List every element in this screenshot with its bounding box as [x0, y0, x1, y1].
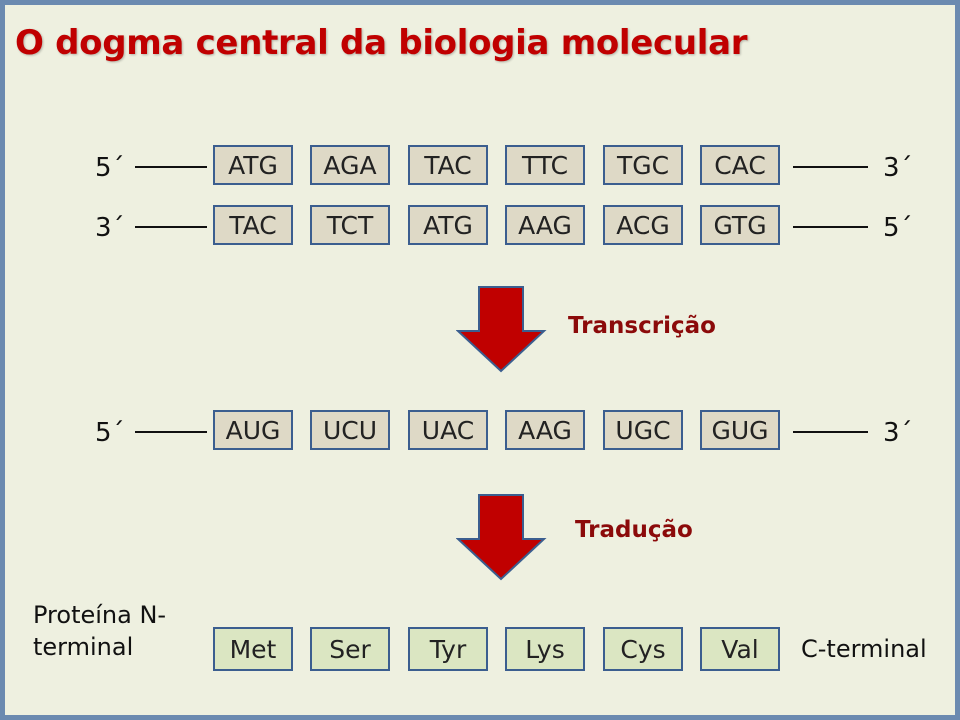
dna-bottom-codon-2: TCT [310, 205, 390, 245]
n-terminal-line-1: Proteína N- [33, 601, 167, 629]
mrna-codon-2: UCU [310, 410, 390, 450]
dna-bottom-codon-6: GTG [700, 205, 780, 245]
mrna-codon-5: UGC [603, 410, 683, 450]
transcription-label: Transcrição [568, 313, 716, 339]
amino-acid-4: Lys [505, 627, 585, 671]
dna-top-codon-5: TGC [603, 145, 683, 185]
dna-top-left-end: 5´ [95, 153, 125, 183]
dna-bottom-codon-5: ACG [603, 205, 683, 245]
mrna-codon-1: AUG [213, 410, 293, 450]
n-terminal-line-2: terminal [33, 633, 134, 661]
dna-top-codon-1: ATG [213, 145, 293, 185]
translation-label: Tradução [575, 517, 693, 543]
dna-bottom-right-line [793, 226, 868, 228]
dna-bottom-codon-4: AAG [505, 205, 585, 245]
mrna-right-line [793, 431, 868, 433]
mrna-codon-6: GUG [700, 410, 780, 450]
dna-top-codon-3: TAC [408, 145, 488, 185]
dna-bottom-right-end: 5´ [883, 213, 913, 243]
slide-title: O dogma central da biologia molecular [15, 23, 748, 63]
dna-top-left-line [135, 166, 207, 168]
dna-bottom-left-line [135, 226, 207, 228]
transcription-arrow-icon [456, 286, 547, 373]
dna-bottom-codon-1: TAC [213, 205, 293, 245]
mrna-right-end: 3´ [883, 418, 913, 448]
dna-top-codon-4: TTC [505, 145, 585, 185]
dna-top-codon-6: CAC [700, 145, 780, 185]
n-terminal-label: Proteína N- terminal [33, 599, 166, 663]
amino-acid-3: Tyr [408, 627, 488, 671]
mrna-left-line [135, 431, 207, 433]
dna-top-right-end: 3´ [883, 153, 913, 183]
amino-acid-5: Cys [603, 627, 683, 671]
amino-acid-1: Met [213, 627, 293, 671]
c-terminal-label: C-terminal [801, 635, 927, 663]
dna-bottom-codon-3: ATG [408, 205, 488, 245]
dna-top-right-line [793, 166, 868, 168]
dna-top-codon-2: AGA [310, 145, 390, 185]
dna-bottom-left-end: 3´ [95, 213, 125, 243]
mrna-left-end: 5´ [95, 418, 125, 448]
mrna-codon-3: UAC [408, 410, 488, 450]
amino-acid-2: Ser [310, 627, 390, 671]
amino-acid-6: Val [700, 627, 780, 671]
translation-arrow-icon [456, 494, 547, 581]
mrna-codon-4: AAG [505, 410, 585, 450]
